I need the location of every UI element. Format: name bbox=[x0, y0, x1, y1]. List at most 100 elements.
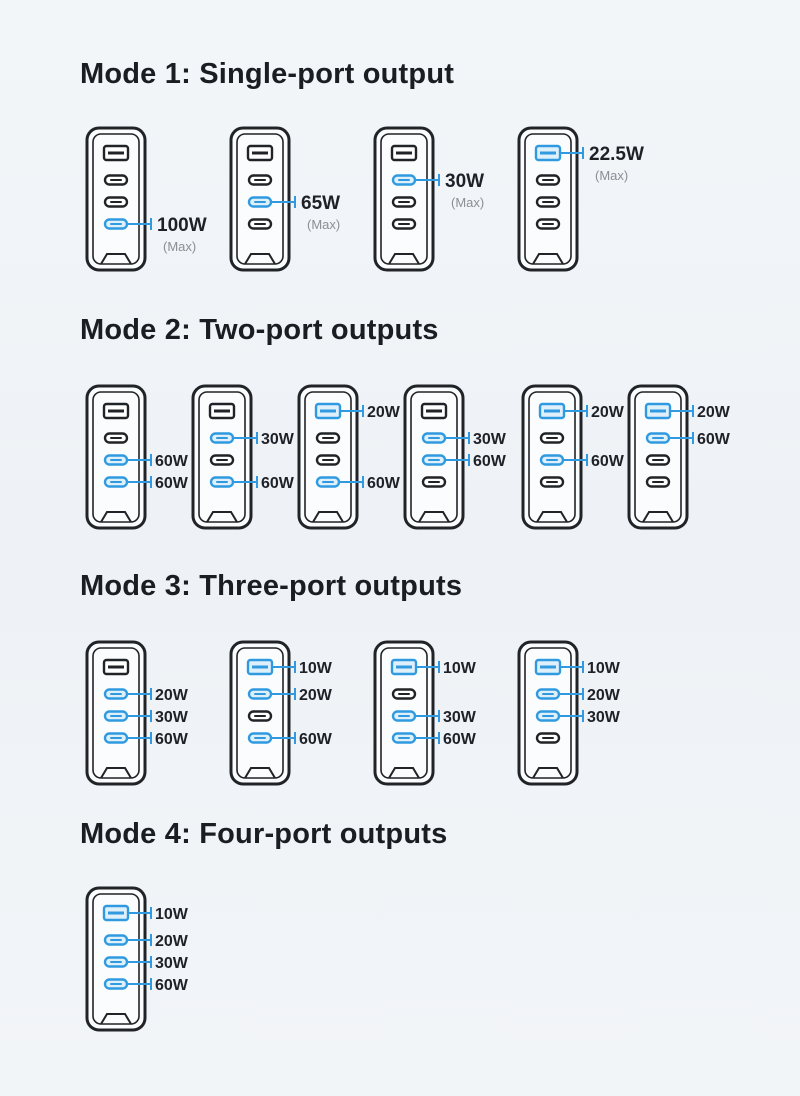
charger-3-2: 10W 20W 60W bbox=[229, 640, 333, 786]
charger-1-2: 65W (Max) bbox=[229, 126, 340, 272]
mode-3-title: Mode 3: Three-port outputs bbox=[80, 570, 463, 602]
charger-base bbox=[312, 511, 344, 523]
charger-base bbox=[100, 1013, 132, 1025]
port-wattage-label: 30W bbox=[155, 709, 189, 726]
charger-base bbox=[532, 253, 564, 265]
port-wattage-label: 60W bbox=[155, 731, 189, 748]
charger-1-3: 30W (Max) bbox=[373, 126, 484, 272]
port-wattage-label: 60W bbox=[299, 731, 333, 748]
charger-inner-outline bbox=[524, 133, 572, 265]
usb-a-contact bbox=[540, 151, 556, 155]
port-wattage-label: 20W bbox=[591, 404, 625, 421]
port-wattage-label: 20W bbox=[367, 404, 401, 421]
charger-inner-outline bbox=[304, 391, 352, 523]
port-wattage-label: 65W bbox=[301, 193, 340, 214]
usb-a-contact bbox=[396, 151, 412, 155]
usb-a-contact bbox=[108, 665, 124, 669]
port-wattage-label: 20W bbox=[697, 404, 731, 421]
port-wattage-label: 60W bbox=[473, 453, 507, 470]
charger-inner-outline bbox=[92, 893, 140, 1025]
charger-2-6: 20W 60W bbox=[627, 384, 731, 530]
port-wattage-label: 60W bbox=[155, 453, 189, 470]
usb-a-contact bbox=[252, 665, 268, 669]
port-wattage-label: 22.5W bbox=[589, 144, 644, 165]
charger-3-1: 20W 30W 60W bbox=[85, 640, 189, 786]
usb-a-contact bbox=[650, 409, 666, 413]
charger-inner-outline bbox=[380, 133, 428, 265]
port-wattage-label: 20W bbox=[587, 687, 621, 704]
port-wattage-label: 60W bbox=[155, 475, 189, 492]
usb-a-contact bbox=[540, 665, 556, 669]
charger-inner-outline bbox=[92, 133, 140, 265]
port-wattage-label: 20W bbox=[155, 687, 189, 704]
charger-inner-outline bbox=[524, 647, 572, 779]
port-wattage-label: 60W bbox=[261, 475, 295, 492]
port-wattage-label: 30W bbox=[445, 171, 484, 192]
usb-a-contact bbox=[396, 665, 412, 669]
port-wattage-label: 30W bbox=[155, 955, 189, 972]
charger-base bbox=[206, 511, 238, 523]
charger-base bbox=[536, 511, 568, 523]
charger-inner-outline bbox=[410, 391, 458, 523]
charger-base bbox=[244, 767, 276, 779]
charger-1-4: 22.5W (Max) bbox=[517, 126, 644, 272]
charger-inner-outline bbox=[198, 391, 246, 523]
port-wattage-label: 10W bbox=[443, 660, 477, 677]
charger-base bbox=[532, 767, 564, 779]
usb-a-contact bbox=[320, 409, 336, 413]
charger-inner-outline bbox=[380, 647, 428, 779]
charger-base bbox=[100, 253, 132, 265]
charger-3-3: 10W 30W 60W bbox=[373, 640, 477, 786]
mode-2-title: Mode 2: Two-port outputs bbox=[80, 314, 439, 346]
usb-a-contact bbox=[426, 409, 442, 413]
charger-inner-outline bbox=[92, 391, 140, 523]
port-wattage-label: 10W bbox=[155, 906, 189, 923]
charger-2-5: 20W 60W bbox=[521, 384, 625, 530]
port-wattage-label: 60W bbox=[443, 731, 477, 748]
port-max-label: (Max) bbox=[595, 168, 628, 183]
charger-2-2: 30W 60W bbox=[191, 384, 295, 530]
port-wattage-label: 60W bbox=[591, 453, 625, 470]
port-max-label: (Max) bbox=[307, 217, 340, 232]
charger-base bbox=[388, 767, 420, 779]
port-wattage-label: 10W bbox=[587, 660, 621, 677]
charger-inner-outline bbox=[528, 391, 576, 523]
charger-inner-outline bbox=[92, 647, 140, 779]
port-wattage-label: 30W bbox=[587, 709, 621, 726]
usb-a-contact bbox=[108, 151, 124, 155]
charger-base bbox=[100, 511, 132, 523]
charger-base bbox=[244, 253, 276, 265]
port-wattage-label: 100W bbox=[157, 215, 207, 236]
charger-inner-outline bbox=[236, 133, 284, 265]
port-wattage-label: 20W bbox=[299, 687, 333, 704]
charger-base bbox=[418, 511, 450, 523]
port-max-label: (Max) bbox=[451, 195, 484, 210]
charger-inner-outline bbox=[236, 647, 284, 779]
port-wattage-label: 10W bbox=[299, 660, 333, 677]
charger-2-3: 20W 60W bbox=[297, 384, 401, 530]
usb-a-contact bbox=[108, 409, 124, 413]
charger-1-1: 100W (Max) bbox=[85, 126, 207, 272]
usb-a-contact bbox=[108, 911, 124, 915]
charger-base bbox=[642, 511, 674, 523]
port-wattage-label: 30W bbox=[261, 431, 295, 448]
charger-4-1: 10W 20W 30W 60W bbox=[85, 886, 189, 1032]
charger-inner-outline bbox=[634, 391, 682, 523]
usb-a-contact bbox=[252, 151, 268, 155]
charger-base bbox=[100, 767, 132, 779]
port-wattage-label: 30W bbox=[443, 709, 477, 726]
charger-3-4: 10W 20W 30W bbox=[517, 640, 621, 786]
usb-a-contact bbox=[214, 409, 230, 413]
port-wattage-label: 30W bbox=[473, 431, 507, 448]
port-wattage-label: 20W bbox=[155, 933, 189, 950]
charger-base bbox=[388, 253, 420, 265]
port-wattage-label: 60W bbox=[697, 431, 731, 448]
port-max-label: (Max) bbox=[163, 239, 196, 254]
port-wattage-label: 60W bbox=[155, 977, 189, 994]
mode-1-title: Mode 1: Single-port output bbox=[80, 58, 455, 90]
mode-4-title: Mode 4: Four-port outputs bbox=[80, 818, 448, 850]
port-wattage-label: 60W bbox=[367, 475, 401, 492]
